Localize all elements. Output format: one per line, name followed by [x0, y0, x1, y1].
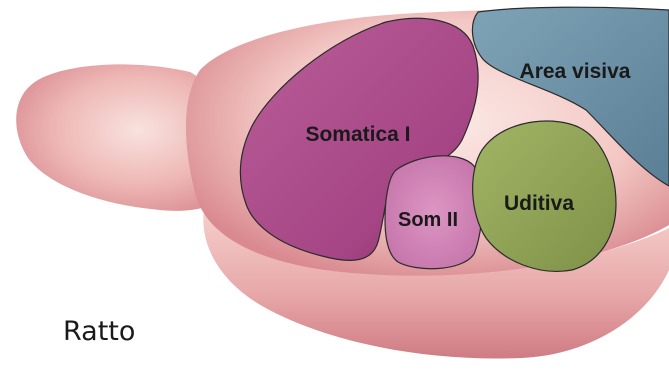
uditiva-label: Uditiva: [504, 192, 574, 215]
species-caption: Ratto: [63, 316, 135, 347]
som-ii-label: Som II: [398, 209, 458, 231]
somatica-i-label: Somatica I: [305, 123, 410, 146]
area-visiva-label: Area visiva: [520, 60, 631, 83]
